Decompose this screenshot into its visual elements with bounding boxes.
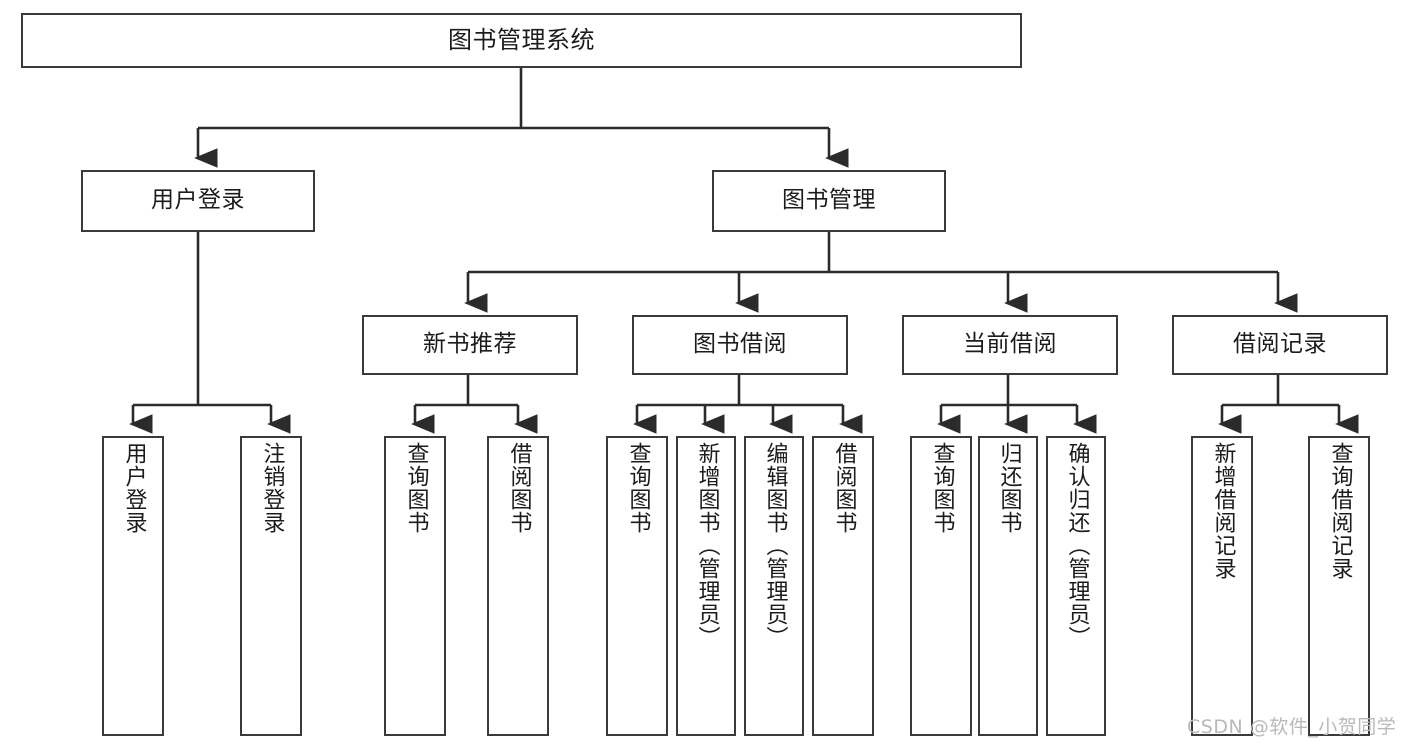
node-leaf-return-book[interactable]: 归还图书 xyxy=(978,436,1038,736)
node-label: 查询图书 xyxy=(929,442,955,534)
node-borrow-records[interactable]: 借阅记录 xyxy=(1172,315,1388,375)
node-label: 图书借阅 xyxy=(693,331,787,358)
node-label: 归还图书 xyxy=(996,442,1022,534)
node-leaf-confirm-return-admin[interactable]: 确认归还（管理员） xyxy=(1046,436,1106,736)
node-label: 图书管理系统 xyxy=(448,26,595,55)
node-leaf-edit-book-admin[interactable]: 编辑图书（管理员） xyxy=(744,436,804,736)
node-label: 查询图书 xyxy=(625,442,651,534)
watermark: CSDN @软件_小贺同学 xyxy=(1187,716,1397,738)
node-leaf-query-book-borrow[interactable]: 查询图书 xyxy=(606,436,668,736)
node-leaf-add-borrow-record[interactable]: 新增借阅记录 xyxy=(1191,436,1253,736)
node-new-book-recommend[interactable]: 新书推荐 xyxy=(362,315,578,375)
node-leaf-query-borrow-record[interactable]: 查询借阅记录 xyxy=(1308,436,1370,736)
node-label: 新增借阅记录 xyxy=(1210,442,1236,580)
node-leaf-query-book-current[interactable]: 查询图书 xyxy=(910,436,972,736)
node-label: 图书管理 xyxy=(782,187,876,214)
node-leaf-logout[interactable]: 注销登录 xyxy=(240,436,302,736)
node-label: 新增图书（管理员） xyxy=(694,442,720,649)
node-label: 当前借阅 xyxy=(963,331,1057,358)
node-book-borrow[interactable]: 图书借阅 xyxy=(632,315,848,375)
node-label: 用户登录 xyxy=(121,442,147,534)
node-user-login[interactable]: 用户登录 xyxy=(81,170,315,232)
node-leaf-borrow-book[interactable]: 借阅图书 xyxy=(812,436,874,736)
node-leaf-add-book-admin[interactable]: 新增图书（管理员） xyxy=(676,436,736,736)
node-current-borrow[interactable]: 当前借阅 xyxy=(902,315,1118,375)
node-label: 新书推荐 xyxy=(423,331,517,358)
node-label: 编辑图书（管理员） xyxy=(762,442,788,649)
node-book-management[interactable]: 图书管理 xyxy=(712,170,946,232)
node-label: 查询借阅记录 xyxy=(1327,442,1353,580)
node-label: 注销登录 xyxy=(259,442,285,534)
node-root-book-management-system[interactable]: 图书管理系统 xyxy=(21,13,1022,68)
node-leaf-borrow-book-recommend[interactable]: 借阅图书 xyxy=(487,436,549,736)
node-leaf-query-book-recommend[interactable]: 查询图书 xyxy=(384,436,446,736)
node-label: 用户登录 xyxy=(151,187,245,214)
node-label: 借阅图书 xyxy=(831,442,857,534)
node-label: 借阅图书 xyxy=(506,442,532,534)
node-label: 确认归还（管理员） xyxy=(1064,442,1090,649)
node-leaf-user-login[interactable]: 用户登录 xyxy=(102,436,164,736)
node-label: 查询图书 xyxy=(403,442,429,534)
node-label: 借阅记录 xyxy=(1233,331,1327,358)
